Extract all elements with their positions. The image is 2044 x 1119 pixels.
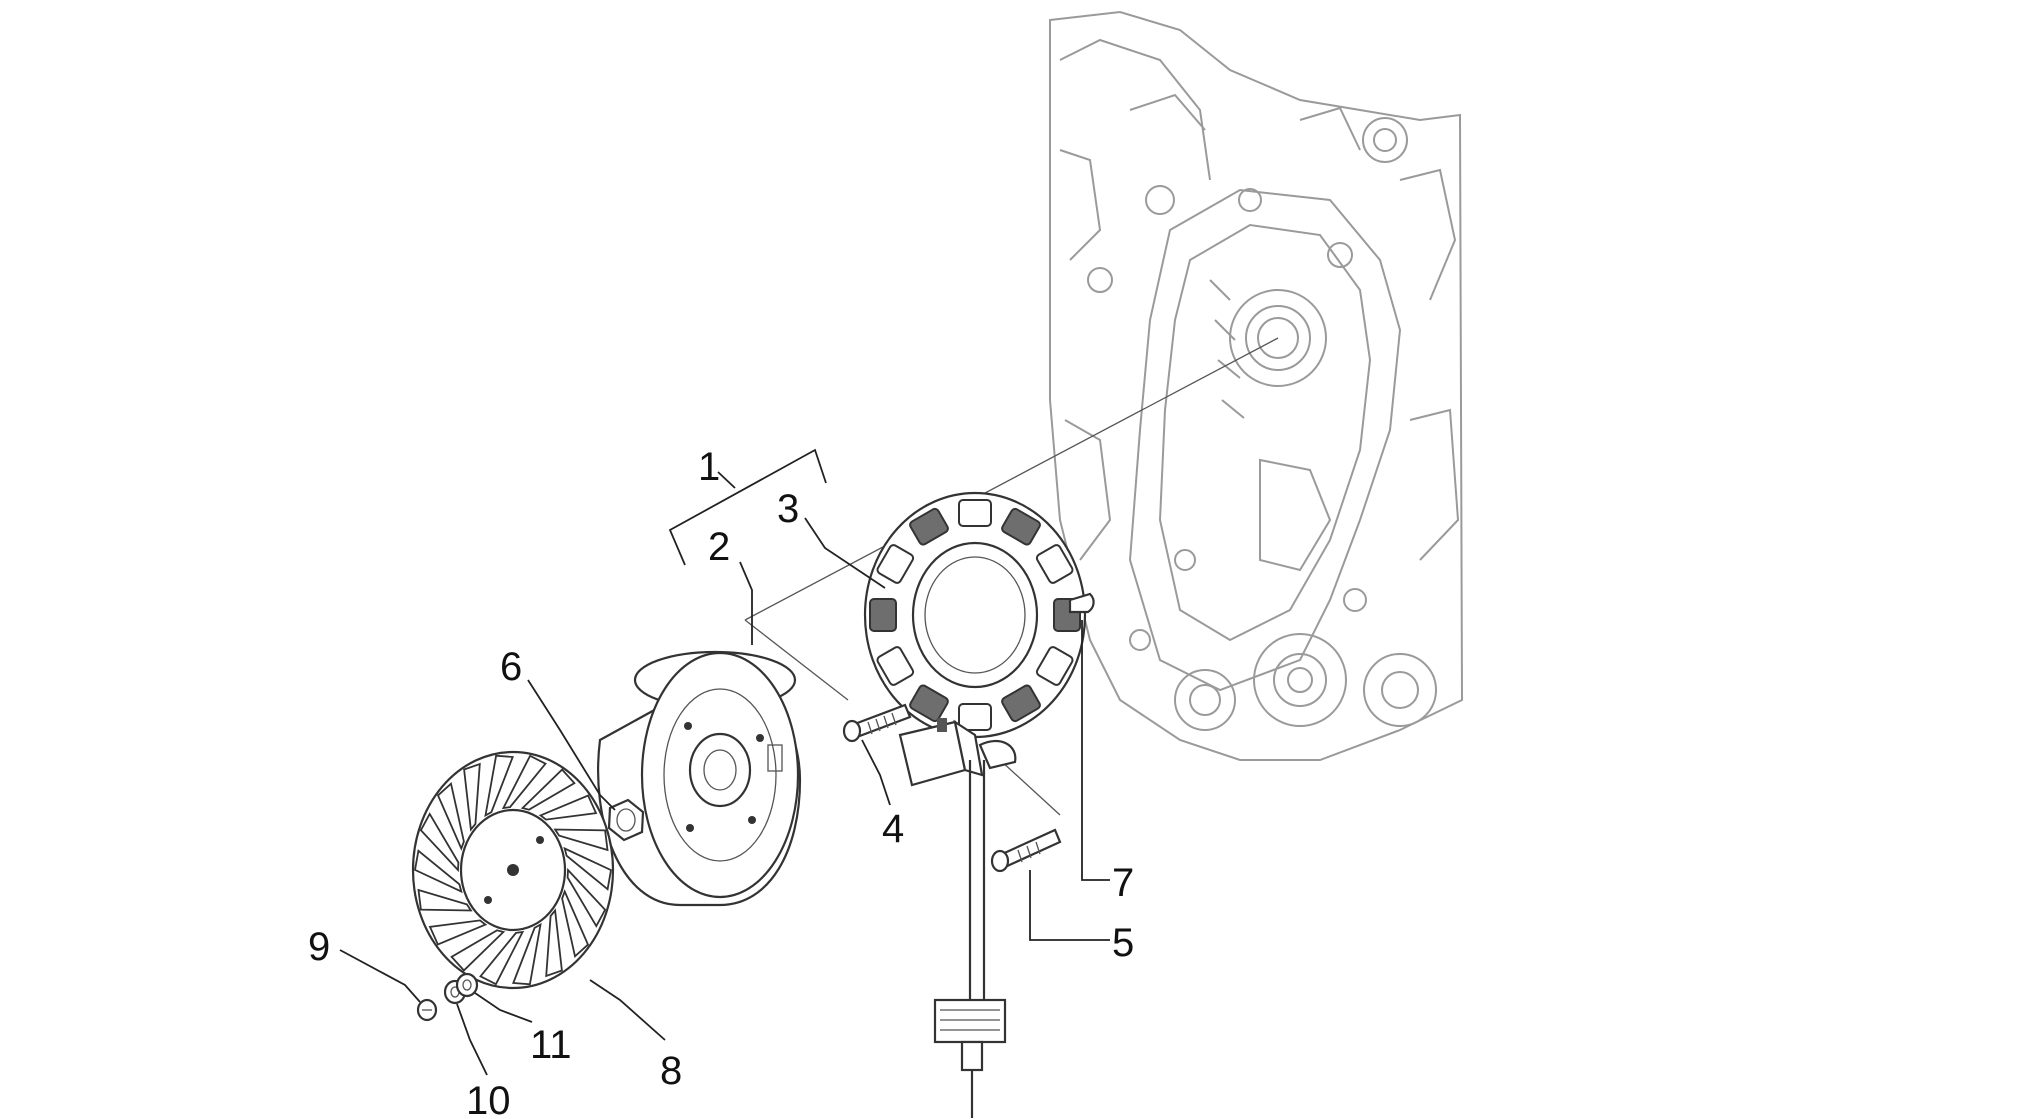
leader-9 [339, 949, 421, 1003]
leader-5 [1029, 870, 1110, 941]
flywheel-rotor [597, 650, 802, 907]
stator-coil [909, 684, 949, 723]
callout-8: 8 [660, 1049, 682, 1093]
fan-blade [545, 908, 563, 978]
fan-blade [463, 762, 481, 832]
stator-coil [909, 507, 949, 546]
fan-screw [416, 998, 438, 1022]
crankcase-half [1049, 10, 1464, 761]
callout-10: 10 [466, 1079, 511, 1119]
stator [863, 491, 1087, 739]
fan-blade [512, 922, 542, 986]
leader-8 [589, 979, 666, 1041]
fan-blade [428, 919, 488, 946]
flywheel-nut [607, 798, 645, 842]
callout-3: 3 [777, 487, 799, 531]
fan-blade [501, 754, 547, 810]
woodruff-key [1068, 592, 1095, 614]
fan-blade [538, 794, 598, 821]
callout-6: 6 [500, 645, 522, 689]
callouts: 1 2 3 4 5 6 7 8 9 10 11 [308, 445, 1134, 1119]
leader-1 [717, 471, 736, 489]
fan-blade [563, 846, 613, 891]
stator-coil [869, 598, 897, 632]
fan-blade [484, 754, 514, 818]
leader-10 [456, 1003, 488, 1076]
cooling-fan [411, 750, 615, 990]
fan-blade [417, 888, 473, 912]
fan-blade [520, 768, 576, 811]
callout-2: 2 [708, 525, 730, 569]
stator-coils [869, 499, 1081, 731]
callout-7: 7 [1112, 861, 1134, 905]
stator-coil [1035, 646, 1074, 686]
leader-3 [804, 517, 886, 589]
fan-blade [413, 849, 463, 894]
fan-blade [553, 828, 609, 852]
assembly-bracket [668, 448, 827, 566]
stator-screw [842, 703, 912, 743]
callout-9: 9 [308, 925, 330, 969]
stator-coil [1035, 544, 1074, 584]
stator-coil [876, 544, 915, 584]
callout-11: 11 [530, 1023, 572, 1067]
stator-coil [876, 646, 915, 686]
spring-washer [455, 972, 479, 998]
callout-4: 4 [882, 807, 904, 851]
stator-coil [958, 703, 992, 731]
leader-11 [474, 992, 533, 1023]
fan-blade [450, 929, 506, 972]
fan-blade [419, 812, 460, 873]
fan-blade [566, 867, 607, 928]
callout-1: 1 [698, 445, 720, 489]
stator-coil [1001, 507, 1041, 546]
fan-blade [561, 889, 590, 958]
fan-blade [436, 782, 465, 851]
leader-lines [339, 517, 1110, 1076]
leader-7 [1081, 620, 1110, 881]
stator-coil [1001, 684, 1041, 723]
callout-5: 5 [1112, 921, 1134, 965]
leader-2 [739, 561, 753, 645]
leader-4 [861, 739, 891, 806]
stator-coil [958, 499, 992, 527]
fan-blade [479, 930, 525, 986]
pickup-and-wiring [898, 718, 1017, 1118]
fan-blades [413, 754, 613, 986]
leader-6 [527, 679, 616, 811]
pickup-screw [990, 828, 1062, 873]
